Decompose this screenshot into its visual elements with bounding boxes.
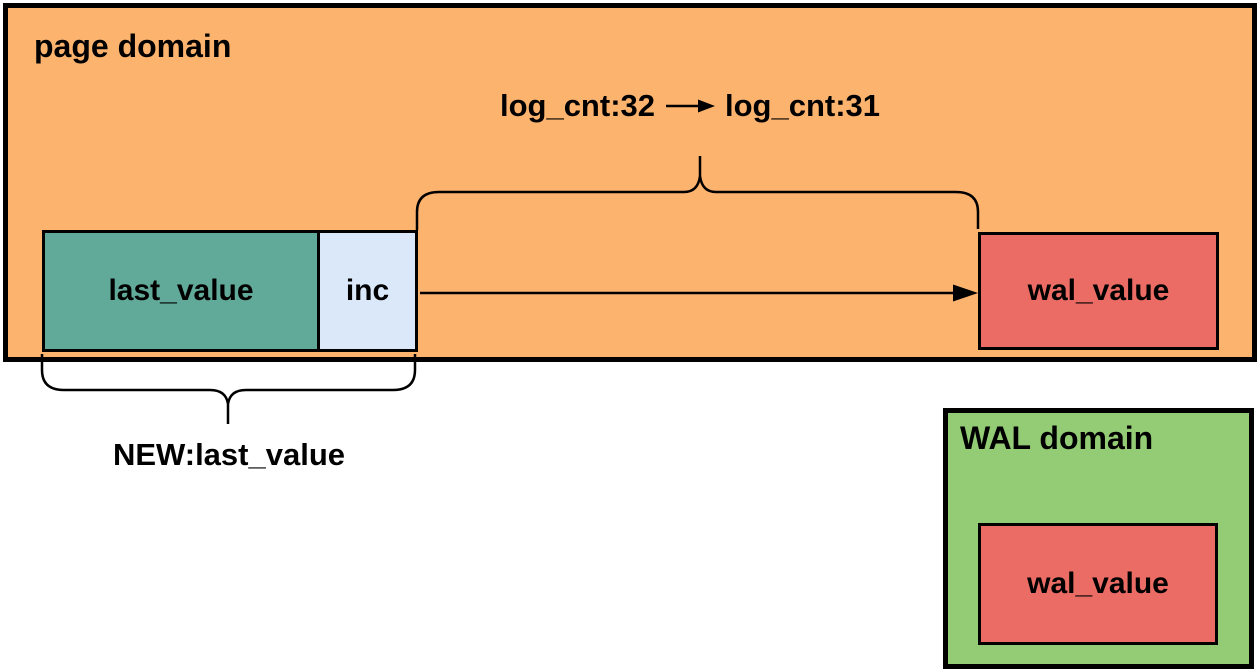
wal-value-box-wal-domain: wal_value: [978, 523, 1218, 645]
wal-value-wal-label: wal_value: [1027, 567, 1169, 600]
wal-value-page-label: wal_value: [1027, 274, 1170, 307]
log-cnt-to-label: log_cnt:31: [725, 88, 881, 123]
log-cnt-annotation: log_cnt:32 log_cnt:31: [430, 88, 950, 124]
wal-domain-title: WAL domain: [960, 420, 1154, 456]
new-last-value-brace: [40, 354, 417, 424]
last-value-box: last_value: [42, 230, 320, 352]
page-domain-title: page domain: [34, 28, 232, 64]
inc-label: inc: [345, 274, 390, 307]
log-cnt-from-label: log_cnt:32: [499, 88, 655, 123]
right-arrow-icon: [666, 99, 715, 113]
last-value-label: last_value: [108, 274, 254, 307]
wal-value-box-page-domain: wal_value: [978, 232, 1219, 350]
new-last-value-annotation: NEW:last_value: [112, 437, 345, 472]
inc-box: inc: [317, 230, 418, 352]
